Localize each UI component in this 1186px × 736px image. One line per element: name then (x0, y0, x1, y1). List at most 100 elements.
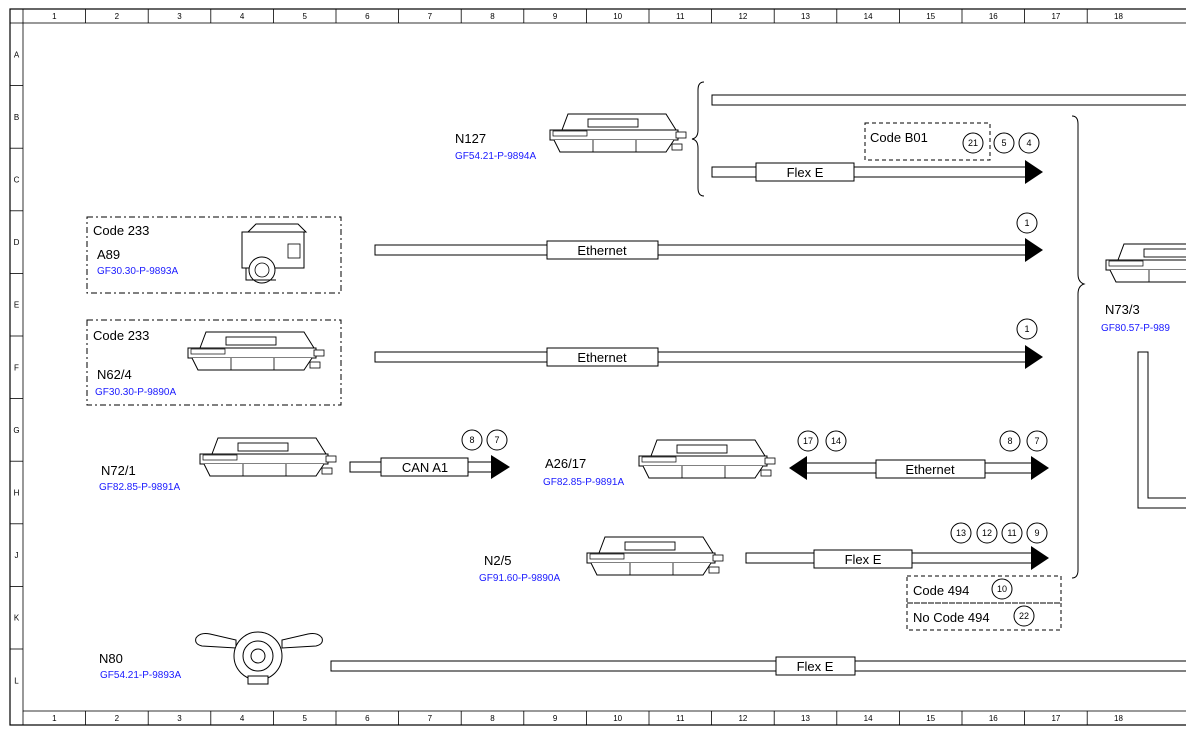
grid-column-label: 3 (177, 12, 182, 21)
n2-circle (950, 522, 972, 544)
circle-ref: 8 (469, 435, 474, 445)
grid-column-label: 8 (490, 714, 495, 723)
no494-circle (1013, 605, 1035, 627)
n127-module-image (549, 113, 687, 153)
n80-flexe-box (775, 656, 856, 676)
n2-circle (1026, 522, 1048, 544)
circle-ref: 8 (1007, 436, 1012, 446)
n127-brace (691, 81, 705, 197)
a89-ethernet-bus (374, 244, 1027, 256)
n2-circle (976, 522, 998, 544)
n80-steering-switch-image (195, 631, 323, 685)
n73-module-image (1105, 243, 1186, 283)
n2-arrowhead (1031, 546, 1049, 570)
grid-column-label: 5 (302, 12, 307, 21)
grid-column-label: 11 (676, 714, 685, 723)
n127-upper-bus (711, 94, 1186, 106)
circle-ref: 5 (1001, 138, 1006, 148)
n62-ethernet-box (546, 347, 659, 367)
grid-column-label: 8 (490, 12, 495, 21)
n127-flexe-box (755, 162, 855, 182)
n2-module-image (586, 536, 724, 576)
circle-ref: 7 (494, 435, 499, 445)
grid-row-label: E (14, 301, 19, 310)
grid-column-label: 13 (801, 714, 810, 723)
grid-row-label: K (14, 614, 20, 623)
grid-column-label: 12 (738, 714, 747, 723)
a89-camera-image (241, 223, 308, 284)
a26-label: A26/17 (545, 456, 586, 471)
grid-column-label: 5 (302, 714, 307, 723)
grid-column-label: 10 (613, 12, 622, 21)
code-494-label: Code 494 (913, 583, 969, 598)
no-code-494-label: No Code 494 (913, 610, 990, 625)
grid-column-label: 12 (738, 12, 747, 21)
grid-column-label: 1 (52, 12, 57, 21)
n127-label: N127 (455, 131, 486, 146)
n80-ref: GF54.21-P-9893A (100, 670, 181, 681)
n2-label: N2/5 (484, 553, 511, 568)
n127-flexe-arrowhead (1025, 160, 1043, 184)
circle-ref: 11 (1007, 528, 1016, 538)
grid-row-label: B (14, 113, 19, 122)
n62-code: Code 233 (93, 328, 149, 343)
circle-ref: 14 (831, 436, 841, 446)
grid-row-label: G (13, 426, 19, 435)
grid-column-label: 6 (365, 714, 370, 723)
a26-left-arrowhead (789, 456, 807, 480)
grid-column-label: 7 (428, 714, 433, 723)
grid-column-label: 15 (926, 12, 935, 21)
grid-row-label: A (14, 50, 20, 59)
circle-ref: 10 (997, 584, 1007, 594)
circle-ref: 1 (1024, 218, 1029, 228)
n2-circle (1001, 522, 1023, 544)
n72-ref: GF82.85-P-9891A (99, 482, 180, 493)
n72-label: N72/1 (101, 463, 136, 478)
sheet-frame (9, 8, 1186, 726)
grid-column-label: 15 (926, 714, 935, 723)
code-b01-label: Code B01 (870, 130, 928, 145)
b01-circles: 21 5 4 (962, 132, 1040, 154)
grid-row-label: H (14, 489, 20, 498)
grid-column-label: 2 (115, 714, 120, 723)
can-a1-arrowhead (491, 455, 510, 479)
grid-column-label: 17 (1051, 12, 1060, 21)
a26-ethernet-box (875, 459, 986, 479)
grid-row-label: J (15, 551, 19, 560)
a89-code-box (86, 216, 342, 294)
circle-ref: 22 (1019, 611, 1029, 621)
no-code-494-box (906, 602, 1062, 631)
circle-ref: 12 (982, 528, 992, 538)
n73-bus-bracket (1137, 351, 1186, 509)
n62-module-image (187, 331, 325, 371)
grid-column-label: 18 (1114, 714, 1123, 723)
circle-ref: 4 (1026, 138, 1031, 148)
n2-ref: GF91.60-P-9890A (479, 573, 560, 584)
n80-label: N80 (99, 651, 123, 666)
circle-ref: 1 (1024, 324, 1029, 334)
can-a1-box (380, 457, 469, 477)
a89-arrowhead (1025, 238, 1043, 262)
grid-column-label: 13 (801, 12, 810, 21)
n73-brace (1071, 115, 1086, 579)
grid-column-label: 3 (177, 714, 182, 723)
grid-column-label: 7 (428, 12, 433, 21)
grid-column-label: 4 (240, 12, 245, 21)
n127-ref: GF54.21-P-9894A (455, 151, 536, 162)
a89-label: A89 (97, 247, 120, 262)
n62-ethernet-label: Ethernet (577, 350, 627, 365)
n62-ethernet-bus (374, 351, 1027, 363)
grid-row-label: C (14, 176, 20, 185)
a89-ref: GF30.30-P-9893A (97, 266, 178, 277)
a26-left-circle (825, 430, 847, 452)
grid-column-label: 9 (553, 12, 558, 21)
circle-ref: 13 (956, 528, 966, 538)
a26-right-circle (1026, 430, 1048, 452)
circle-ref: 9 (1034, 528, 1039, 538)
a26-module-image (638, 439, 776, 479)
grid-column-label: 16 (989, 12, 998, 21)
grid-row-label: L (14, 676, 19, 685)
grid-row-label: D (14, 238, 20, 247)
can-a1-label: CAN A1 (402, 460, 448, 475)
